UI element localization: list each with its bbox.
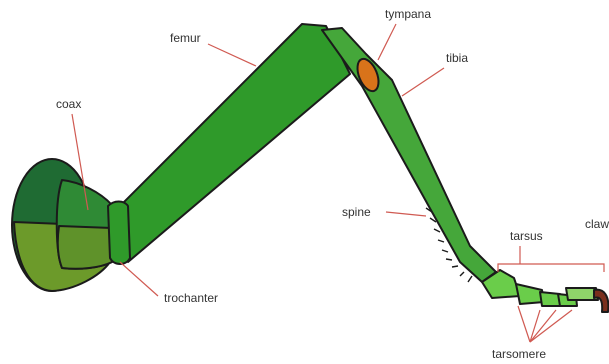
tibia-label: tibia [446, 51, 468, 65]
femur-label: femur [170, 31, 201, 45]
tympana-label: tympana [385, 7, 431, 21]
claw-label: claw [585, 217, 609, 231]
coxa-segment [12, 159, 112, 291]
trochanter-segment [108, 202, 130, 265]
tympana-leader [378, 24, 396, 60]
trochanter-leader [120, 262, 158, 296]
spine-leader [386, 212, 426, 216]
tarsomere-leader-1 [518, 306, 530, 342]
tibia-segment [322, 28, 496, 282]
tibia-leader [402, 68, 444, 96]
tarsomere-leader-4 [530, 310, 572, 342]
tarsus-segment [482, 270, 598, 306]
spine-label: spine [342, 205, 371, 219]
tarsomere-label: tarsomere [492, 347, 546, 361]
femur-segment [118, 24, 350, 262]
coax-label: coax [56, 97, 81, 111]
tarsus-bracket [498, 264, 604, 272]
tarsomere-leader-3 [530, 310, 556, 342]
coxa-cup-lower [58, 226, 112, 269]
tarsus-label: tarsus [510, 229, 543, 243]
tarsomere-leader-2 [530, 310, 540, 342]
femur-leader [208, 44, 256, 66]
trochanter-label: trochanter [164, 291, 218, 305]
